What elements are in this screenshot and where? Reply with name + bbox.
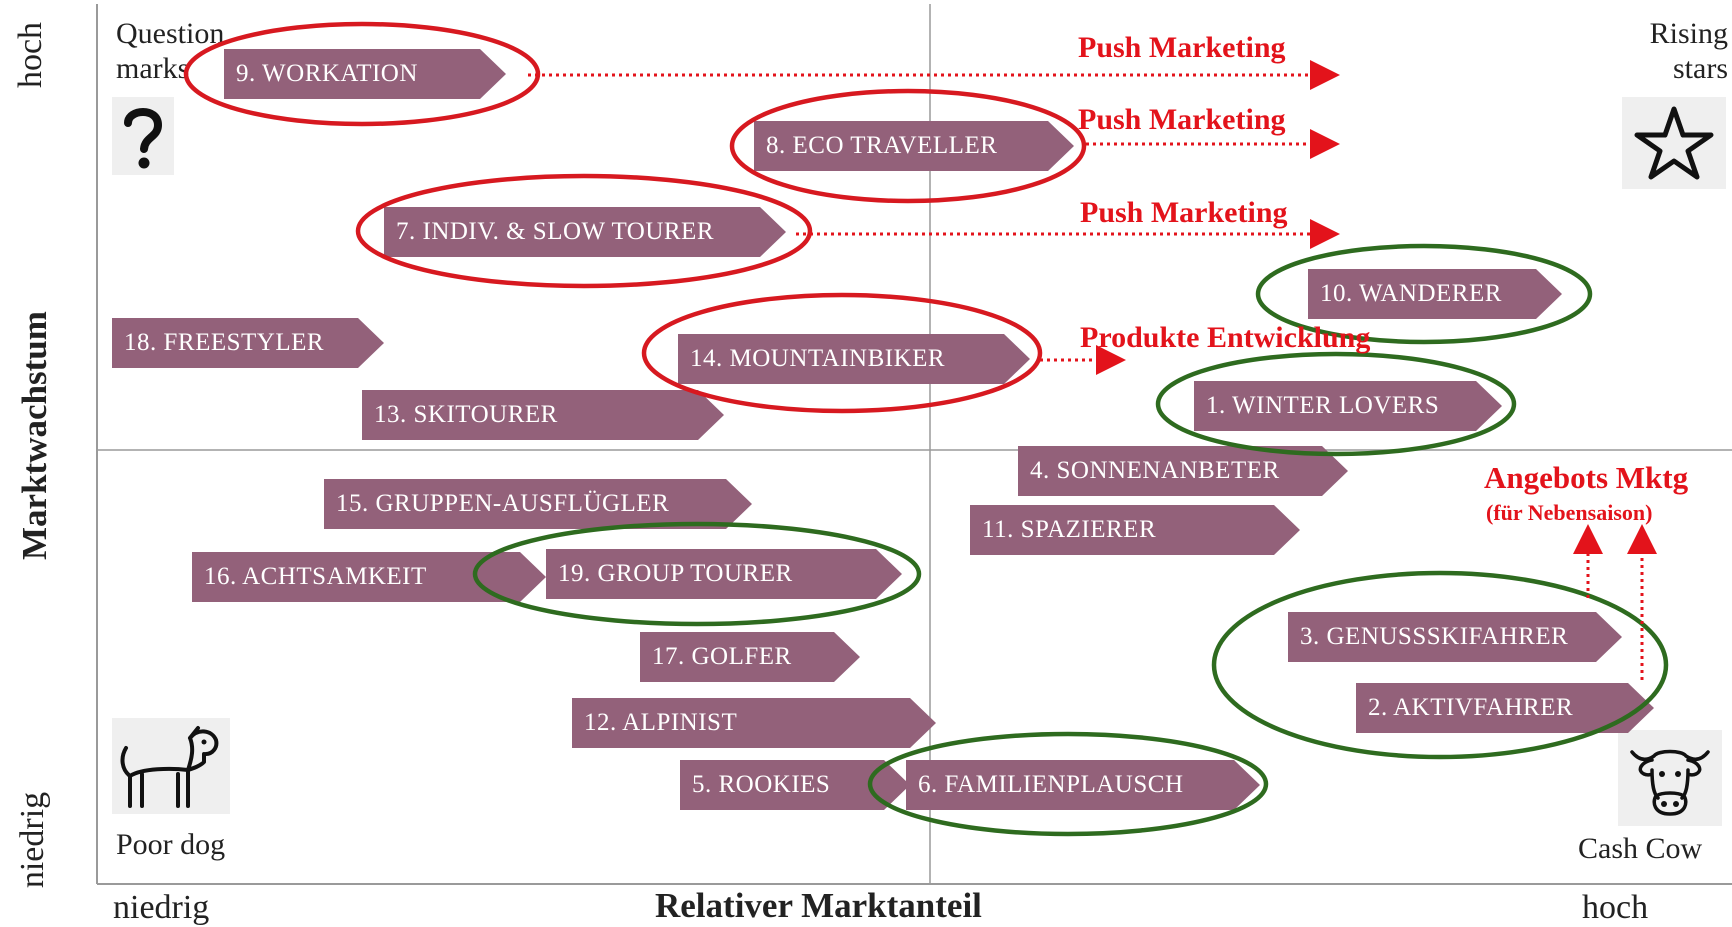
segment-arrow-6: 6. FAMILIENPLAUSCH xyxy=(906,760,1260,810)
red-ring-7 xyxy=(355,173,813,289)
segment-arrow-3: 3. GENUSSSKIFAHRER xyxy=(1288,612,1622,662)
red-ring-8 xyxy=(729,88,1087,204)
segment-arrow-14: 14. MOUNTAINBIKER xyxy=(678,334,1030,384)
push-marketing-label-2: Push Marketing xyxy=(1078,103,1286,136)
green-ring-19 xyxy=(472,521,922,627)
segment-arrow-12: 12. ALPINIST xyxy=(572,698,936,748)
quadrant-label-cash-cow: Cash Cow xyxy=(1578,832,1703,865)
segment-arrow-13: 13. SKITOURER xyxy=(362,390,724,440)
segment-arrow-1: 1. WINTER LOVERS xyxy=(1194,381,1502,431)
green-ring-10 xyxy=(1255,243,1593,345)
cow-icon xyxy=(1618,730,1722,826)
produkte-entwicklung-label: Produkte Entwicklung xyxy=(1080,321,1371,354)
segment-arrow-18: 18. FREESTYLER xyxy=(112,318,384,368)
dog-icon xyxy=(112,718,230,814)
x-axis-title: Relativer Marktanteil xyxy=(655,886,982,925)
segment-arrow-16: 16. ACHTSAMKEIT xyxy=(192,552,546,602)
segment-arrow-10: 10. WANDERER xyxy=(1308,269,1562,319)
segment-arrow-11: 11. SPAZIERER xyxy=(970,505,1300,555)
quadrant-label-question-marks: Question marks xyxy=(116,17,225,85)
segment-arrow-17: 17. GOLFER xyxy=(640,632,860,682)
segment-arrow-9: 9. WORKATION xyxy=(224,49,506,99)
x-axis-low-label: niedrig xyxy=(113,889,210,926)
angebots-mktg-label: Angebots Mktg xyxy=(1484,460,1689,495)
push-marketing-label-3: Push Marketing xyxy=(1080,196,1288,229)
quadrant-label-rising-stars: Rising stars xyxy=(1649,17,1728,85)
segment-arrow-8: 8. ECO TRAVELLER xyxy=(754,121,1074,171)
green-ring-1 xyxy=(1155,351,1517,457)
quadrant-label-poor-dog: Poor dog xyxy=(116,828,226,861)
angebots-mktg-sublabel: (für Nebensaison) xyxy=(1486,500,1653,525)
red-ring-9 xyxy=(183,21,541,127)
segment-arrow-7: 7. INDIV. & SLOW TOURER xyxy=(384,207,786,257)
push-marketing-label-1: Push Marketing xyxy=(1078,31,1286,64)
green-ring-6 xyxy=(867,731,1269,837)
segment-arrow-19: 19. GROUP TOURER xyxy=(546,549,902,599)
question-mark-icon xyxy=(112,97,174,175)
segment-arrow-2: 2. AKTIVFAHRER xyxy=(1356,683,1654,733)
star-icon xyxy=(1622,97,1726,189)
segment-arrow-15: 15. GRUPPEN-AUSFLÜGLER xyxy=(324,479,752,529)
x-axis-high-label: hoch xyxy=(1582,889,1649,926)
red-ring-14 xyxy=(641,292,1043,414)
green-ring-3-2 xyxy=(1211,570,1669,760)
